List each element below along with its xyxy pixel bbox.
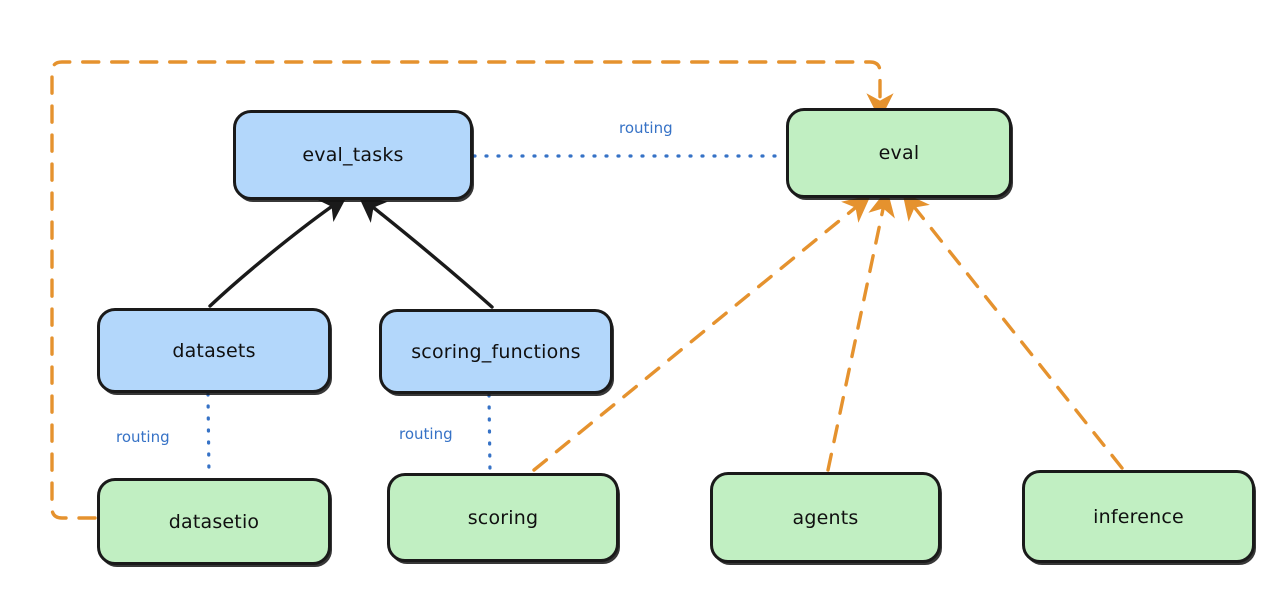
node-label: agents	[792, 506, 859, 529]
edge-label-routing-datasetio: routing	[113, 428, 173, 446]
edge-label-routing-scoring: routing	[396, 425, 456, 443]
node-datasetio[interactable]: datasetio	[97, 478, 331, 565]
node-label: scoring	[467, 506, 539, 529]
edge-datasets-eval_tasks	[208, 195, 348, 308]
edge-datasetio-eval	[50, 60, 894, 520]
node-eval-tasks[interactable]: eval_tasks	[233, 110, 473, 200]
edge-label-routing-eval: routing	[616, 119, 676, 137]
edge-agents-eval	[826, 189, 895, 472]
node-datasets[interactable]: datasets	[97, 308, 331, 393]
edge-scoring_functions-eval_tasks	[358, 195, 494, 309]
node-agents[interactable]: agents	[710, 472, 941, 563]
node-label: eval_tasks	[302, 144, 404, 166]
edge-inference-eval	[902, 192, 1124, 470]
edge-scoring_functions-scoring	[487, 393, 492, 474]
edge-scoring-eval	[532, 195, 871, 472]
edge-datasets-datasetio	[206, 392, 211, 479]
node-inference[interactable]: inference	[1022, 470, 1255, 563]
node-label: eval	[878, 142, 920, 164]
node-label: inference	[1093, 505, 1184, 528]
node-label: scoring_functions	[411, 340, 581, 363]
node-label: datasets	[172, 339, 256, 362]
node-scoring[interactable]: scoring	[387, 473, 619, 562]
node-scoring-functions[interactable]: scoring_functions	[379, 309, 613, 394]
node-label: datasetio	[168, 510, 260, 533]
node-eval[interactable]: eval	[786, 108, 1012, 198]
